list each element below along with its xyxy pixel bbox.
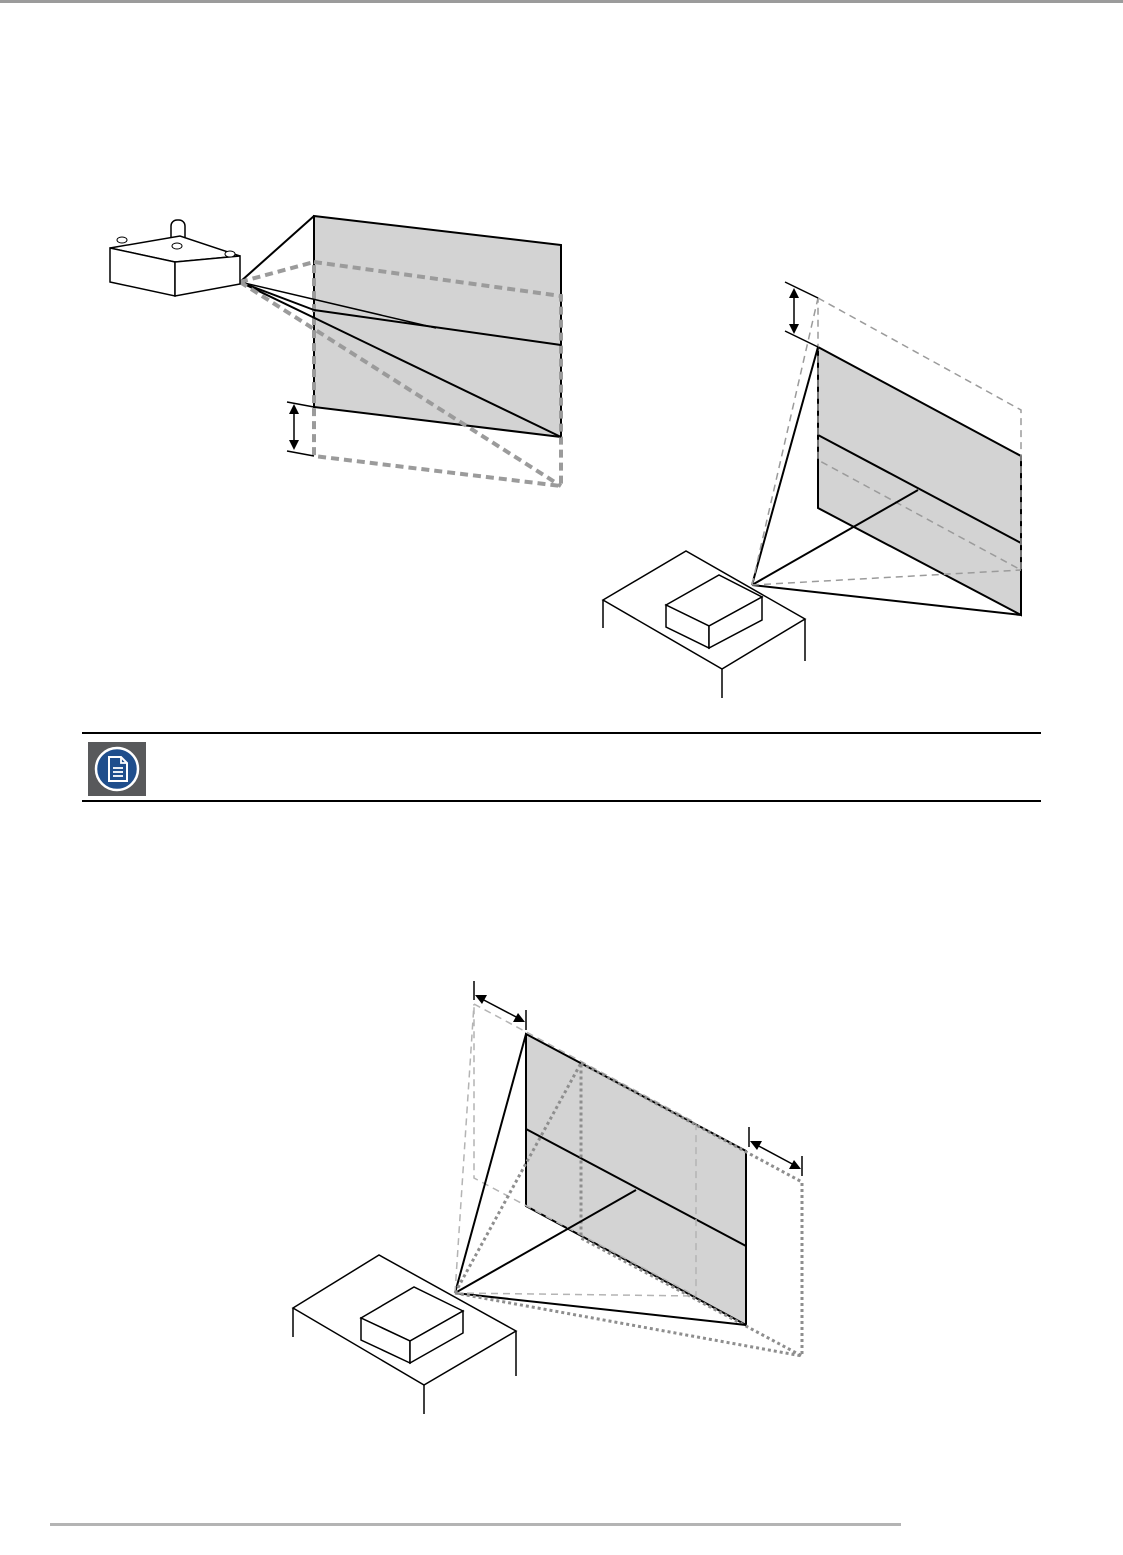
- ceiling-mount-vertical-shift-diagram: [100, 200, 580, 510]
- document-note-icon: [88, 742, 146, 796]
- projected-image: [526, 1034, 746, 1325]
- vertical-shift-dimension-arrow: [785, 282, 818, 347]
- vertical-shift-dimension-arrow: [287, 402, 314, 456]
- note-box: [82, 732, 1041, 802]
- table-mount-vertical-shift-diagram: [590, 275, 1030, 705]
- horizontal-shift-dimension-arrow-left: [474, 981, 526, 1030]
- projected-image: [818, 347, 1021, 615]
- horizontal-shift-dimension-arrow-right: [749, 1127, 802, 1176]
- header-rule: [0, 0, 1123, 3]
- table-mount-horizontal-shift-diagram: [285, 975, 815, 1420]
- footer-rule: [50, 1523, 901, 1526]
- ceiling-projector-icon: [110, 220, 240, 296]
